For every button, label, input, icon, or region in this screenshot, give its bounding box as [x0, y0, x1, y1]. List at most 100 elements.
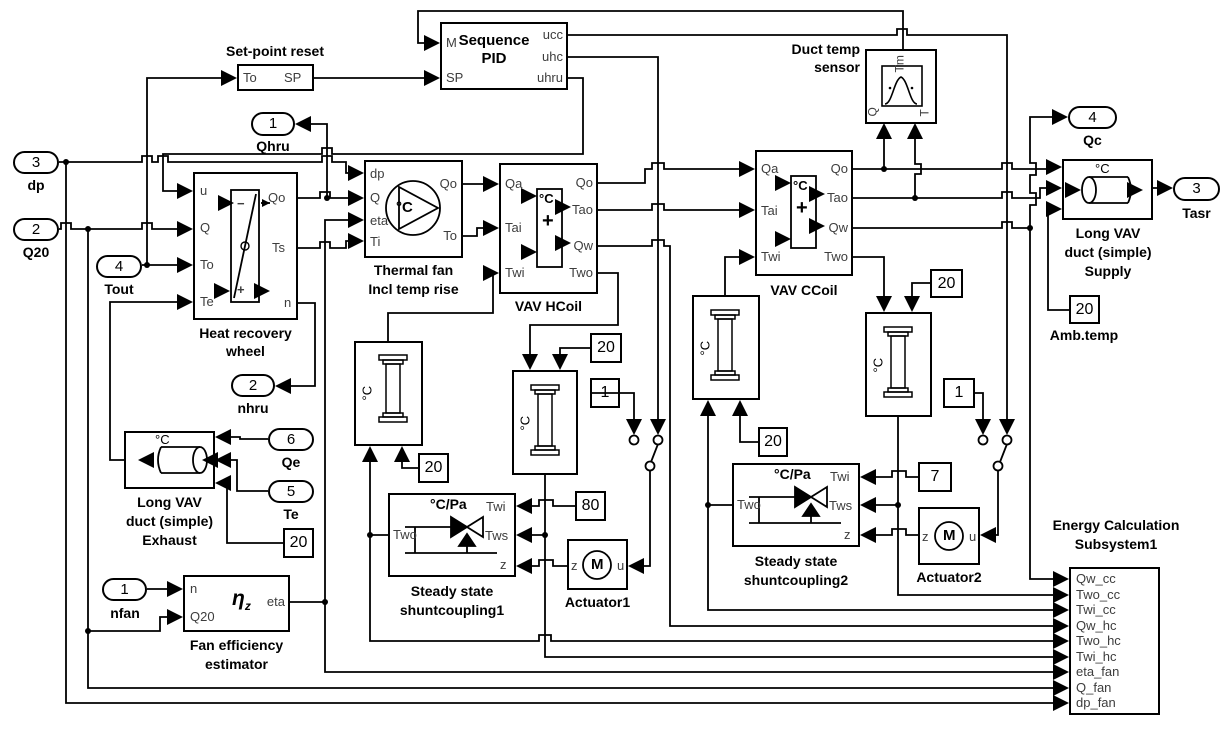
constant-col1-temp[interactable]: 20 — [418, 453, 449, 483]
inport-te-label: Te — [283, 506, 299, 522]
constant-switch2[interactable]: 1 — [943, 378, 975, 408]
hcoil-port-twi: Twi — [505, 265, 525, 280]
ccoil-port-twi: Twi — [761, 249, 781, 264]
shuntcoupling2-block[interactable] — [732, 463, 860, 547]
thermal-fan-label1: Thermal fan — [373, 262, 454, 278]
constant-amb-temp[interactable]: 20 — [1069, 295, 1100, 324]
shuntcoupling2-label2: shuntcoupling2 — [743, 572, 849, 588]
setpoint-reset-port-to: To — [243, 70, 257, 85]
inport-qe[interactable]: 6 — [268, 428, 314, 451]
ccoil-port-qw: Qw — [828, 220, 849, 235]
inport-te[interactable]: 5 — [268, 480, 314, 503]
fan-eff-port-eta: eta — [266, 594, 285, 609]
block-icons — [137, 65, 1144, 580]
actuator1-block[interactable] — [567, 539, 628, 590]
inport-tout[interactable]: 4 — [96, 255, 142, 278]
shunt2-port-z: z — [844, 527, 851, 542]
motor-icon-2 — [934, 521, 964, 551]
outport-tasr[interactable]: 3 — [1173, 177, 1220, 201]
column2-degc: °C — [517, 415, 533, 431]
energy-port-eta-fan: eta_fan — [1076, 664, 1120, 679]
duct-sensor-label2: sensor — [814, 59, 860, 75]
sequence-pid-title1: Sequence — [458, 32, 530, 49]
inport-dp[interactable]: 3 — [13, 151, 59, 174]
energy-port-twi-hc: Twi_hc — [1076, 649, 1117, 664]
shunt2-unit: °C/Pa — [774, 466, 811, 482]
constant-switch1[interactable]: 1 — [590, 378, 620, 408]
inport-q20[interactable]: 2 — [13, 218, 59, 241]
inport-dp-label: dp — [27, 177, 45, 193]
outport-nhru[interactable]: 2 — [231, 374, 275, 397]
shunt1-unit: °C/Pa — [430, 496, 467, 512]
outport-qhru-number: 1 — [268, 115, 278, 132]
constant-hot-water[interactable]: 80 — [575, 491, 606, 521]
outport-tasr-number: 3 — [1192, 180, 1201, 197]
supply-duct-degc: °C — [1095, 161, 1110, 176]
manual-switch-1[interactable] — [628, 434, 664, 472]
constant-chilled-water[interactable]: 7 — [918, 462, 952, 492]
ccoil-port-tao: Tao — [827, 190, 848, 205]
hrw-port-to: To — [200, 257, 214, 272]
valve-icon-2 — [749, 485, 841, 524]
hcoil-port-qo: Qo — [575, 175, 593, 190]
hrw-port-qo: Qo — [268, 190, 286, 205]
fan-eff-port-n: n — [190, 581, 198, 596]
column-icon-2 — [530, 384, 560, 456]
setpoint-reset-port-sp: SP — [284, 70, 302, 85]
sequence-pid-port-uhc: uhc — [542, 49, 563, 64]
sequence-pid-port-sp: SP — [446, 70, 464, 85]
hrw-port-te: Te — [200, 294, 214, 309]
duct-sensor-block[interactable] — [865, 49, 937, 124]
fan-efficiency-block[interactable] — [183, 575, 290, 632]
sequence-pid-block[interactable] — [440, 22, 568, 90]
exhaust-duct-degc: °C — [155, 432, 170, 447]
vav-ccoil-block[interactable] — [755, 150, 853, 276]
exhaust-duct-block[interactable] — [124, 431, 215, 489]
hrw-minus-sign: − — [237, 196, 245, 211]
setpoint-reset-block[interactable] — [237, 64, 314, 91]
thermal-fan-degc: °C — [396, 199, 413, 216]
duct-sensor-port-q: Q — [865, 107, 880, 117]
ccoil-port-two: Two — [824, 249, 848, 264]
duct-sensor-port-t: T — [917, 109, 932, 117]
wires — [59, 10, 1174, 712]
fan-eff-port-q20: Q20 — [190, 609, 215, 624]
outport-qhru-label: Qhru — [256, 138, 290, 154]
energy-port-two-cc: Two_cc — [1076, 587, 1121, 602]
outport-qc[interactable]: 4 — [1068, 106, 1117, 129]
heat-recovery-wheel-block[interactable] — [193, 172, 298, 320]
hrw-port-q: Q — [200, 220, 211, 235]
thermal-fan-block[interactable] — [364, 160, 463, 258]
inport-dp-number: 3 — [31, 154, 41, 171]
fan-efficiency-label1: Fan efficiency — [189, 637, 284, 653]
energy-subsystem-block[interactable] — [1069, 567, 1160, 715]
sequence-pid-port-m: M — [446, 35, 457, 50]
inport-nfan-label: nfan — [110, 605, 140, 621]
water-column2-block[interactable] — [512, 370, 578, 475]
inport-tout-label: Tout — [104, 281, 134, 297]
water-column3-block[interactable] — [865, 312, 932, 417]
manual-switch-2[interactable] — [977, 434, 1013, 472]
inport-nfan[interactable]: 1 — [102, 578, 147, 601]
supply-duct-block[interactable] — [1062, 159, 1153, 220]
constant-exhaust-temp[interactable]: 20 — [283, 528, 314, 558]
inport-q20-number: 2 — [31, 221, 41, 238]
energy-port-two-hc: Two_hc — [1076, 633, 1121, 648]
shunt1-port-z: z — [500, 557, 507, 572]
shuntcoupling1-block[interactable] — [388, 493, 516, 577]
water-column1-block[interactable] — [354, 341, 423, 446]
ccoil-port-qo: Qo — [830, 161, 848, 176]
outport-qhru[interactable]: 1 — [251, 112, 295, 136]
heat-recovery-wheel-label1: Heat recovery — [199, 325, 292, 341]
constant-col4-temp[interactable]: 20 — [758, 427, 788, 457]
energy-port-qw-cc: Qw_cc — [1076, 571, 1116, 586]
supply-duct-icon — [1064, 176, 1144, 204]
constant-col3-temp[interactable]: 20 — [930, 269, 963, 298]
inport-qe-label: Qe — [281, 454, 301, 470]
actuator2-block[interactable] — [918, 507, 980, 565]
constant-col2-temp[interactable]: 20 — [590, 333, 622, 363]
water-column4-block[interactable] — [692, 295, 760, 400]
column-icon-1 — [378, 354, 408, 423]
vav-hcoil-block[interactable] — [499, 163, 598, 294]
